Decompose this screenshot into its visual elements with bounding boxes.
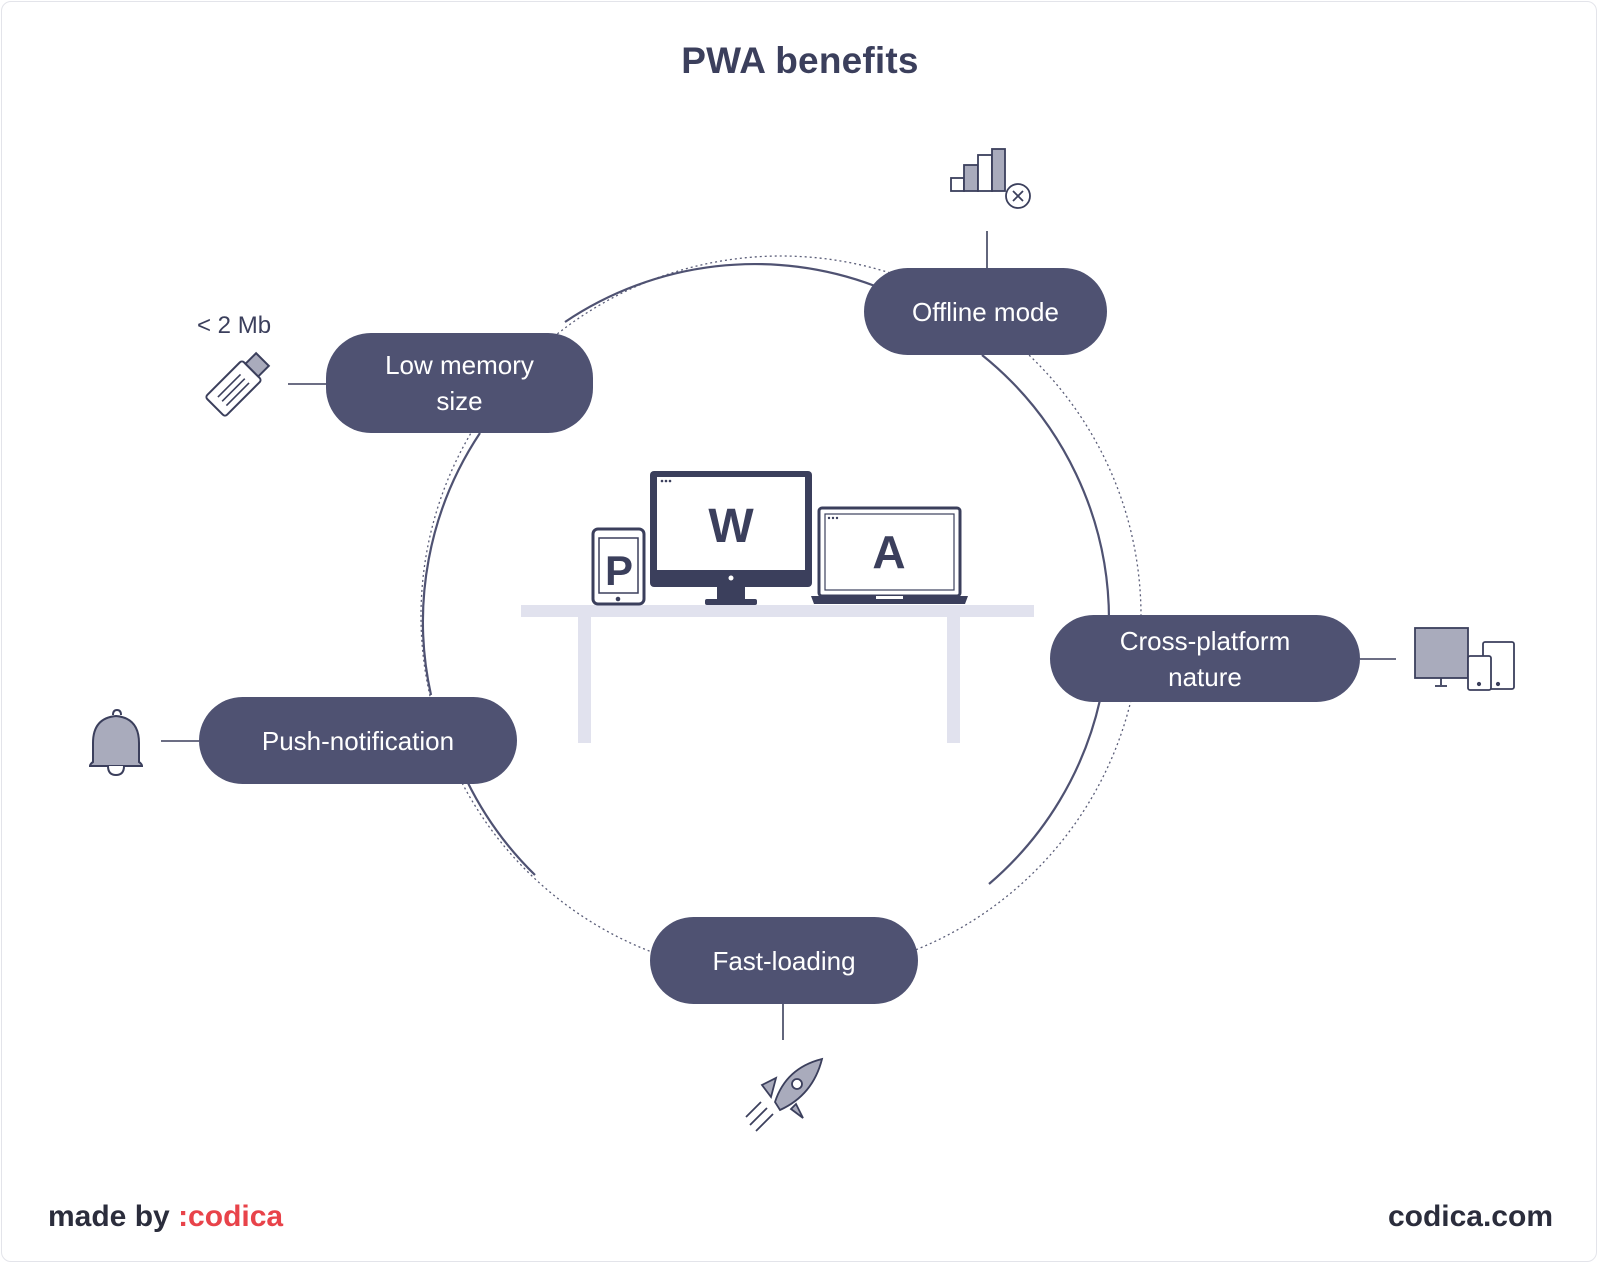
benefit-low-memory: Low memory size bbox=[326, 333, 593, 433]
benefit-memory-line1: Low memory bbox=[385, 350, 534, 380]
benefit-cross-platform: Cross-platform nature bbox=[1050, 615, 1360, 702]
benefit-fast-label: Fast-loading bbox=[712, 945, 856, 976]
desk bbox=[521, 605, 1034, 743]
letter-p: P bbox=[605, 547, 633, 594]
benefit-push-label: Push-notification bbox=[261, 725, 455, 756]
bell-icon bbox=[88, 708, 144, 777]
usb-stick-icon bbox=[205, 351, 271, 417]
benefit-cross-line2: nature bbox=[1168, 661, 1242, 692]
rocket-icon bbox=[745, 1057, 824, 1132]
made-by-text: made by bbox=[48, 1200, 170, 1233]
solid-ring-arcs bbox=[421, 262, 1111, 885]
benefit-offline-label: Offline mode bbox=[912, 296, 1059, 327]
benefit-memory-line2: size bbox=[436, 386, 483, 416]
benefit-cross-line1: Cross-platform bbox=[1119, 625, 1291, 656]
connector-lines bbox=[161, 231, 1396, 1040]
benefit-offline-mode: Offline mode bbox=[864, 268, 1107, 355]
benefit-push-notification: Push-notification bbox=[199, 697, 517, 784]
monitor-device bbox=[650, 471, 812, 605]
signal-bars-off-icon bbox=[950, 148, 1031, 209]
laptop-device bbox=[811, 506, 968, 604]
letter-a: A bbox=[872, 526, 905, 578]
footer-site-link[interactable]: codica.com bbox=[1387, 1200, 1553, 1233]
memory-size-note: < 2 Mb bbox=[197, 312, 272, 339]
diagram-title: PWA benefits bbox=[681, 40, 919, 81]
multi-device-icon bbox=[1414, 627, 1515, 691]
footer-credit: made by :codica bbox=[48, 1200, 283, 1234]
letter-w: W bbox=[708, 500, 754, 553]
benefit-fast-loading: Fast-loading bbox=[650, 917, 918, 1004]
tablet-device bbox=[591, 527, 646, 606]
codica-logo: :codica bbox=[178, 1200, 284, 1233]
